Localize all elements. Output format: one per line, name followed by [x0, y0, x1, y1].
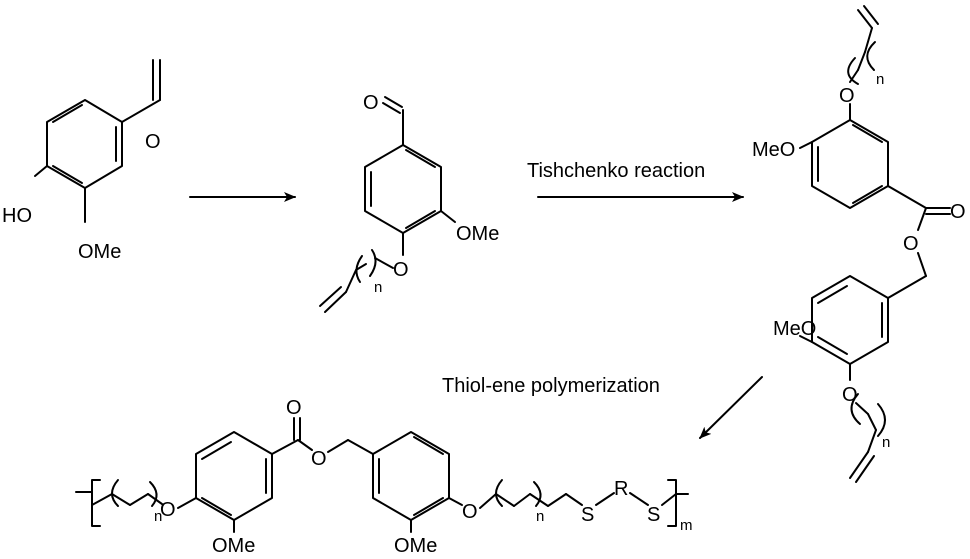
- hydroxyl-label: HO: [2, 205, 32, 227]
- ether-oxygen-label: O: [393, 259, 409, 281]
- carbonyl-oxygen-label: O: [950, 201, 966, 223]
- tishchenko-reaction-label: Tishchenko reaction: [527, 160, 705, 182]
- left-methoxy-label: OMe: [212, 535, 255, 557]
- repeat-n-label: n: [374, 279, 382, 296]
- thiol-ene-polymerization-label: Thiol-ene polymerization: [442, 375, 660, 397]
- ester-oxygen-label: O: [311, 448, 327, 470]
- sulfur-2-label: S: [647, 504, 660, 526]
- right-ether-oxygen-label: O: [462, 501, 478, 523]
- top-methoxy-label: MeO: [752, 139, 795, 161]
- methoxy-label: OMe: [78, 241, 121, 263]
- ester-dimer-structure: n O MeO O O MeO O n: [752, 5, 966, 483]
- repeat-n-top-label: n: [876, 71, 884, 88]
- ester-oxygen-label: O: [903, 233, 919, 255]
- repeat-m-label: m: [680, 517, 693, 534]
- alkenyl-vanillin-structure: O OMe O n: [319, 92, 499, 313]
- sulfur-1-label: S: [581, 504, 594, 526]
- carbonyl-oxygen-label: O: [286, 397, 302, 419]
- repeat-n-right-label: n: [536, 508, 544, 525]
- aldehyde-oxygen-label: O: [145, 131, 161, 153]
- aldehyde-oxygen-label: O: [363, 92, 379, 114]
- repeat-n-left-label: n: [154, 508, 162, 525]
- vanillin-structure: O HO OMe: [2, 59, 161, 263]
- top-ether-oxygen-label: O: [839, 85, 855, 107]
- reaction-arrow-3: [699, 376, 763, 439]
- methoxy-label: OMe: [456, 223, 499, 245]
- r-group-label: R: [614, 478, 628, 500]
- bottom-methoxy-label: MeO: [773, 318, 816, 340]
- repeat-n-bottom-label: n: [882, 434, 890, 451]
- left-ether-oxygen-label: O: [160, 499, 176, 521]
- polymer-structure: n O OMe O O OMe O n: [75, 397, 693, 557]
- right-methoxy-label: OMe: [394, 535, 437, 557]
